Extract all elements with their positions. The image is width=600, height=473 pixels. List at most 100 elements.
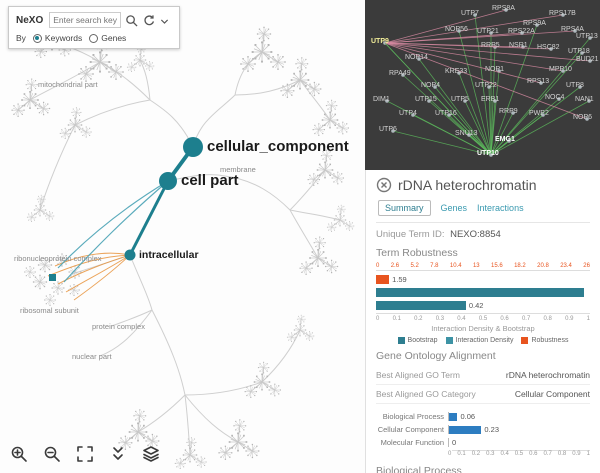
gene-node-label[interactable]: NOP14 <box>405 54 428 61</box>
gene-node-label[interactable]: UTP7 <box>461 10 479 17</box>
tree-branch-label[interactable]: membrane <box>220 165 256 174</box>
axis-tick: 0.3 <box>435 316 445 322</box>
go-cat-molecular-function: Molecular Function <box>380 438 444 447</box>
gene-node-label[interactable]: NOP6 <box>573 114 593 121</box>
gene-node-label[interactable]: BUD21 <box>576 56 599 63</box>
go-alignment-heading: Gene Ontology Alignment <box>376 350 496 362</box>
zoom-out-button[interactable] <box>37 439 67 469</box>
gene-node-label[interactable]: UTP22 <box>475 82 497 89</box>
gene-node-label[interactable]: UTP10 <box>477 150 499 157</box>
network-edges-canvas <box>383 8 592 157</box>
ontology-tree-pane[interactable]: mitochondrial part membrane protein comple… <box>0 0 365 473</box>
detail-tabs: Summary Genes Interactions <box>378 200 590 216</box>
gene-node-label[interactable]: MPP10 <box>549 66 572 73</box>
axis-tick: 13 <box>472 263 480 269</box>
gene-node-label[interactable]: RRP9 <box>499 108 518 115</box>
genes-radio-label: Genes <box>101 33 127 43</box>
search-input[interactable] <box>49 12 121 28</box>
gene-node-label[interactable]: UTP18 <box>568 48 590 55</box>
chevron-down-icon[interactable] <box>159 14 172 27</box>
gene-node-label[interactable]: PWP2 <box>529 110 549 117</box>
axis-tick: 15.6 <box>491 263 503 269</box>
gene-node-label[interactable]: UTP6 <box>379 126 397 133</box>
node-cell-part[interactable] <box>159 172 177 190</box>
go-alignment-chart: Biological Process 0.06 Cellular Compone… <box>376 410 590 457</box>
tree-branch-label[interactable]: nuclear part <box>72 352 112 361</box>
gene-node-label[interactable]: NOP4 <box>421 82 441 89</box>
gene-node-label[interactable]: NOP1 <box>485 66 505 73</box>
gene-node-label[interactable]: RPA49 <box>389 70 411 77</box>
gene-node-label[interactable]: ERB1 <box>481 96 500 103</box>
gene-node-label[interactable]: UTP8 <box>566 82 584 89</box>
reset-icon[interactable] <box>142 14 155 27</box>
gene-node-label[interactable]: RPS13 <box>527 78 550 85</box>
gene-node-label[interactable]: RPS22A <box>508 28 535 35</box>
tree-branch-label[interactable]: ribonucleoprotein complex <box>14 254 102 263</box>
node-cellular-component[interactable] <box>183 137 203 157</box>
gene-node-label[interactable]: NOC4 <box>545 94 565 101</box>
tree-label-intracellular[interactable]: intracellular <box>139 249 199 261</box>
best-aligned-go-term-label: Best Aligned GO Term <box>376 370 460 380</box>
gene-node-label[interactable]: UTP5 <box>451 96 469 103</box>
layers-button[interactable] <box>136 439 166 469</box>
gene-node-label[interactable]: UTP15 <box>415 96 437 103</box>
unique-term-id-row: Unique Term ID: NEXO:8854 <box>376 229 590 240</box>
unique-term-id-label: Unique Term ID: <box>376 229 445 240</box>
gene-node-label[interactable]: KRE33 <box>445 68 468 75</box>
go-term-row: Best Aligned GO Term rDNA heterochromati… <box>376 366 590 385</box>
search-mode-keywords[interactable]: Keywords <box>32 33 82 43</box>
interaction-density-bar <box>376 300 466 310</box>
gene-node-label[interactable]: UTP16 <box>435 110 457 117</box>
go-cat-cellular-component: Cellular Component <box>377 425 444 434</box>
ontology-tree-canvas <box>0 0 365 473</box>
cc-score-bar <box>449 425 482 434</box>
gene-node-label[interactable]: UTP4 <box>399 110 417 117</box>
tab-summary[interactable]: Summary <box>378 200 431 216</box>
tree-label-cell-part[interactable]: cell part <box>181 172 239 189</box>
gene-node-label[interactable]: NSR1 <box>509 42 528 49</box>
gene-node-label[interactable]: UTP9 <box>371 38 389 45</box>
axis-tick: 0.6 <box>529 451 538 457</box>
axis-tick: 0.2 <box>471 451 481 457</box>
genes-radio[interactable] <box>89 33 99 43</box>
gene-node-label[interactable]: EMG1 <box>495 136 515 143</box>
gene-node-label[interactable]: DIM1 <box>373 96 390 103</box>
go-cat-biological-process: Biological Process <box>382 412 444 421</box>
gene-node-label[interactable]: RPS9A <box>523 20 546 27</box>
tree-branch-label[interactable]: ribosomal subunit <box>20 306 79 315</box>
gene-node-label[interactable]: UTP21 <box>477 28 499 35</box>
tree-branch-label[interactable]: mitochondrial part <box>38 80 98 89</box>
gene-node-label[interactable]: RPS4A <box>561 26 584 33</box>
node-selected-term[interactable] <box>49 274 56 281</box>
gene-node-label[interactable]: NAN1 <box>575 96 594 103</box>
node-intracellular[interactable] <box>124 249 136 261</box>
gene-node-label[interactable]: UTP13 <box>576 33 598 40</box>
gene-node-label[interactable]: RPS17B <box>549 10 576 17</box>
gene-node-label[interactable]: NOP56 <box>445 26 468 33</box>
robustness-value: 1.59 <box>392 274 407 284</box>
gene-node-label[interactable]: RRP5 <box>481 42 500 49</box>
axis-tick: 20.8 <box>537 263 549 269</box>
tab-interactions[interactable]: Interactions <box>477 203 524 213</box>
fit-to-screen-button[interactable] <box>70 439 100 469</box>
gene-node-label[interactable]: RPS8A <box>492 5 515 12</box>
tab-genes[interactable]: Genes <box>440 203 468 213</box>
tree-label-cellular-component[interactable]: cellular_component <box>207 138 349 155</box>
best-aligned-go-category-value: Cellular Component <box>514 389 590 399</box>
gene-node-label[interactable]: SNU13 <box>455 130 478 137</box>
bootstrap-swatch <box>397 337 405 344</box>
search-mode-genes[interactable]: Genes <box>89 33 126 43</box>
tree-branch-label[interactable]: protein complex <box>92 322 145 331</box>
gene-node-label[interactable]: HSC82 <box>537 44 560 51</box>
collapse-icon-button[interactable] <box>103 439 133 469</box>
axis-tick: 1 <box>586 316 590 322</box>
zoom-in-button[interactable] <box>4 439 34 469</box>
axis-tick: 0.3 <box>486 451 495 457</box>
search-icon[interactable] <box>125 14 138 27</box>
view-toolbar <box>4 439 166 469</box>
close-icon[interactable] <box>376 177 392 193</box>
keywords-radio[interactable] <box>32 33 42 43</box>
